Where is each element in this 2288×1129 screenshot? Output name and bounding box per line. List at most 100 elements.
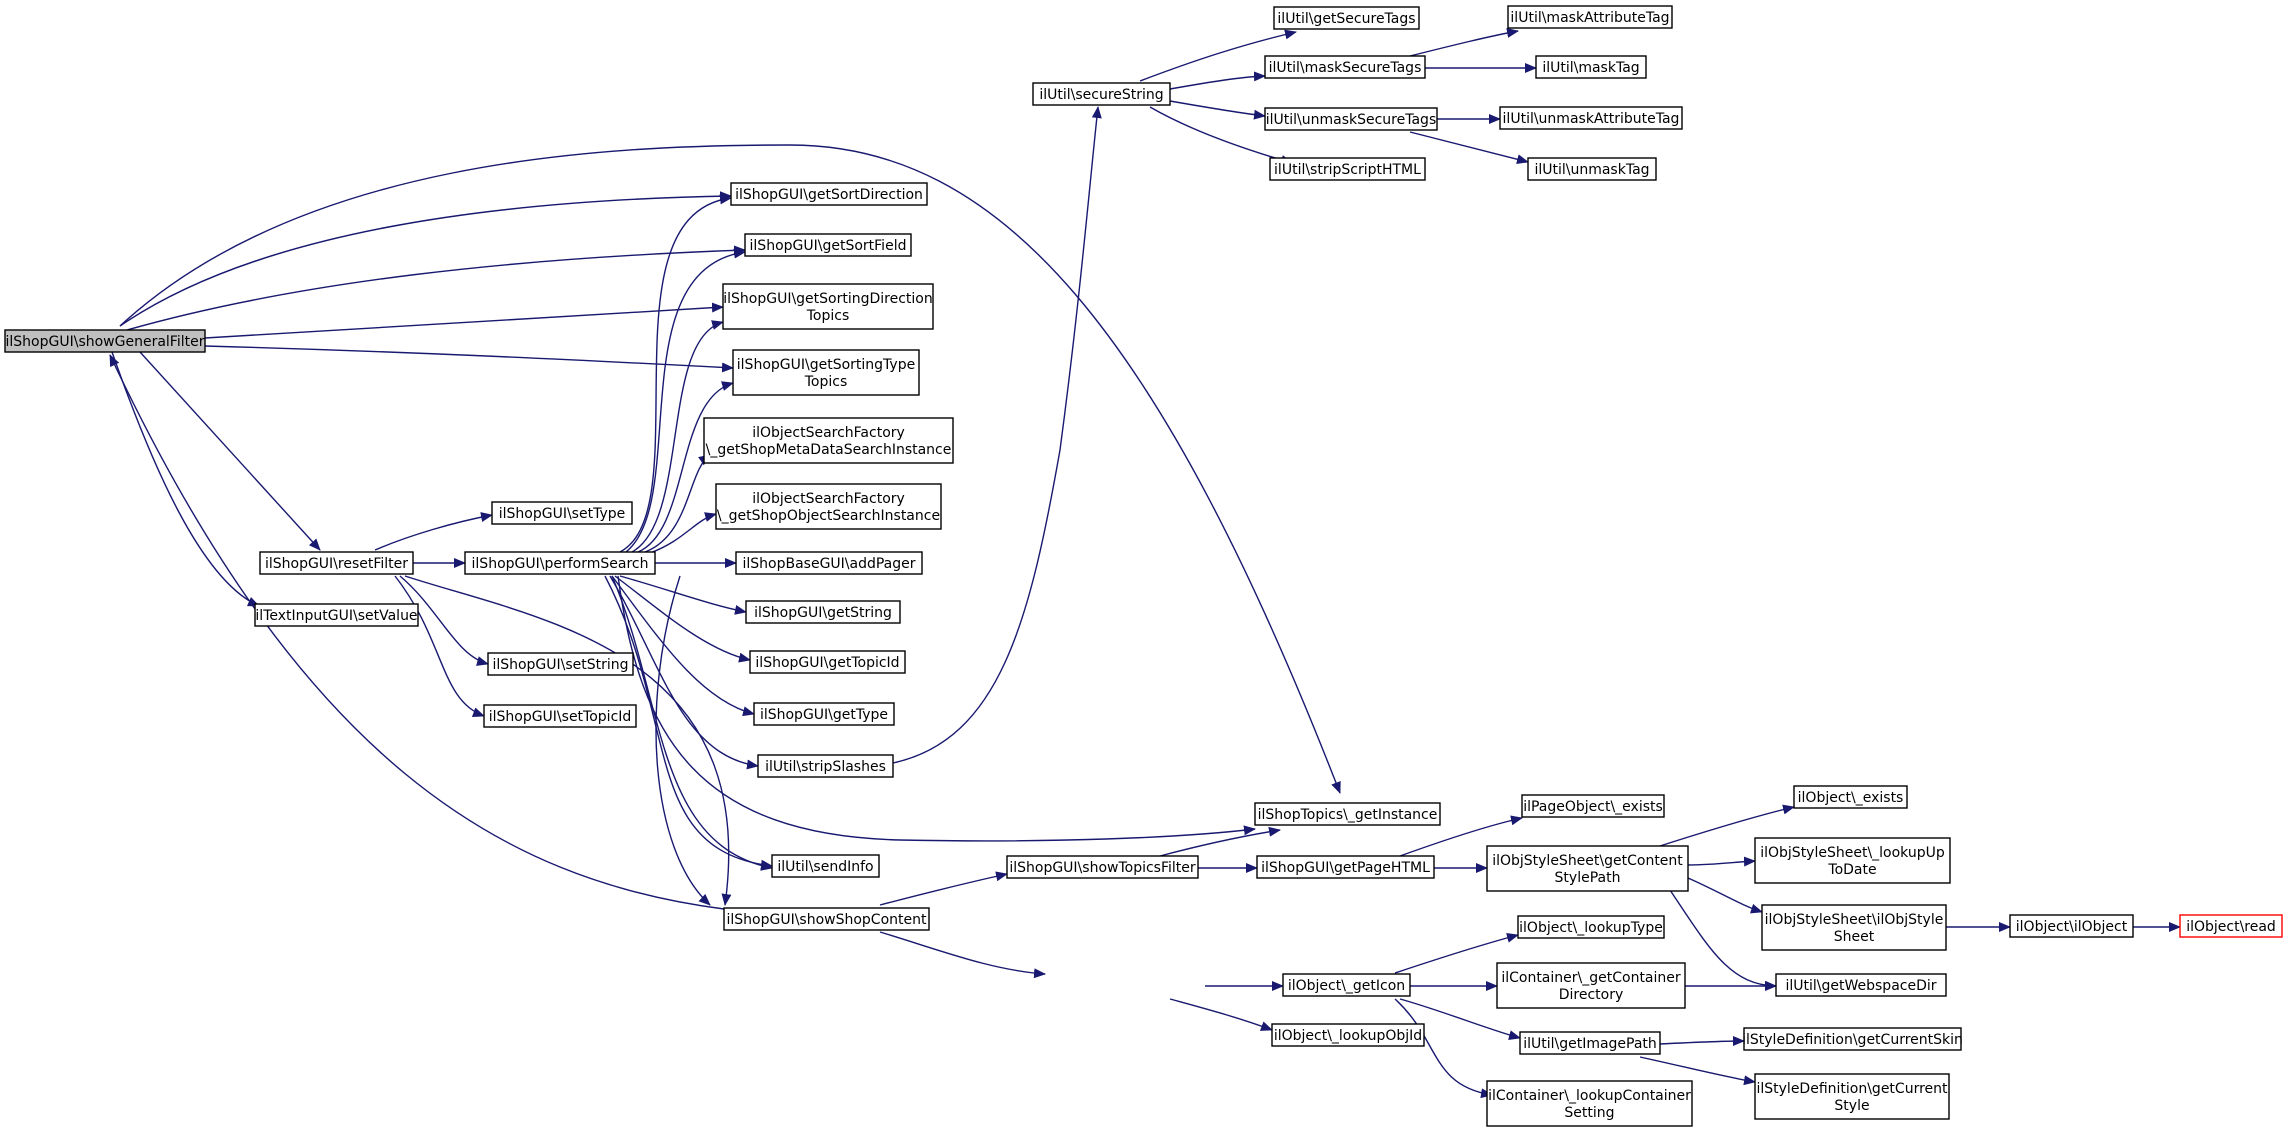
- node-box: [715, 483, 942, 530]
- edge-showShopContent-showTopicsFilter: [879, 871, 1008, 906]
- graph-node[interactable]: ilObjectSearchFactory\_getShopObjectSear…: [715, 483, 942, 530]
- edge-csp-ilObjStyleSheet: [1687, 877, 1763, 914]
- node-label: ilUtil\unmaskAttributeTag: [1503, 111, 1680, 127]
- graph-node[interactable]: ilShopGUI\getSortDirection: [730, 182, 928, 206]
- node-label: ilShopGUI\showShopContent: [726, 912, 927, 928]
- graph-node[interactable]: ilStyleDefinition\getCurrentSkin: [1742, 1027, 1963, 1051]
- node-box: [1271, 1023, 1425, 1047]
- node-label: ilObject\_getIcon: [1288, 978, 1405, 994]
- graph-node[interactable]: ilShopGUI\getPageHTML: [1256, 855, 1435, 879]
- graph-node[interactable]: ilUtil\getImagePath: [1519, 1031, 1661, 1055]
- edge-root-setValue: [111, 351, 260, 607]
- node-box: [753, 702, 895, 726]
- graph-node[interactable]: ilShopGUI\showGeneralFilter: [4, 329, 206, 353]
- graph-node[interactable]: ilShopGUI\showShopContent: [723, 907, 930, 931]
- graph-node[interactable]: ilShopGUI\performSearch: [464, 551, 656, 575]
- node-label: ilTextInputGUI\setValue: [255, 608, 417, 624]
- graph-node[interactable]: ilObject\ilObject: [2009, 914, 2134, 938]
- graph-node[interactable]: ilObjStyleSheet\ilObjStyleSheet: [1761, 904, 1947, 951]
- node-label: ilShopGUI\getSortField: [750, 238, 907, 254]
- node-box: [1256, 855, 1435, 879]
- node-box: [1761, 904, 1947, 951]
- node-label: ilUtil\secureString: [1039, 87, 1163, 103]
- graph-node[interactable]: ilUtil\maskSecureTags: [1264, 55, 1426, 79]
- node-label: ilObject\_lookupType: [1519, 920, 1663, 936]
- node-box: [744, 233, 912, 257]
- node-label: ilObjStyleSheet\_lookupUp: [1760, 845, 1945, 861]
- edge-root-topicsGetInstance: [119, 144, 1341, 794]
- graph-node[interactable]: ilObject\_lookupObjId: [1271, 1023, 1425, 1047]
- graph-node[interactable]: ilShopGUI\setTopicId: [483, 704, 637, 728]
- graph-node[interactable]: ilShopGUI\resetFilter: [259, 551, 414, 575]
- node-label: ilStyleDefinition\getCurrent: [1756, 1081, 1948, 1097]
- edge-performSearch-getSortingDirection: [631, 320, 724, 553]
- node-box: [483, 704, 637, 728]
- graph-node[interactable]: ilObject\_exists: [1793, 785, 1908, 809]
- node-label: ilUtil\stripScriptHTML: [1274, 162, 1421, 178]
- graph-node[interactable]: ilUtil\getSecureTags: [1273, 6, 1420, 30]
- graph-node[interactable]: ilUtil\unmaskTag: [1527, 157, 1657, 181]
- node-box: [259, 551, 414, 575]
- graph-node[interactable]: ilShopGUI\showTopicsFilter: [1006, 855, 1199, 879]
- graph-node[interactable]: ilShopGUI\getType: [753, 702, 895, 726]
- graph-node[interactable]: ilObjectSearchFactory\_getShopMetaDataSe…: [703, 417, 954, 464]
- node-box: [735, 551, 923, 575]
- node-box: [2009, 914, 2134, 938]
- node-label: ilShopBaseGUI\addPager: [742, 556, 915, 572]
- graph-node[interactable]: ilUtil\unmaskAttributeTag: [1499, 106, 1683, 130]
- node-label: ilShopGUI\performSearch: [472, 556, 649, 572]
- graph-node[interactable]: ilShopGUI\setType: [491, 501, 633, 525]
- graph-node[interactable]: ilUtil\maskTag: [1535, 55, 1647, 79]
- node-label: Topics: [804, 374, 848, 390]
- node-box: [745, 600, 901, 624]
- node-label: ilShopGUI\resetFilter: [265, 556, 408, 572]
- node-box: [723, 907, 930, 931]
- graph-node[interactable]: ilShopGUI\getString: [745, 600, 901, 624]
- node-box: [1269, 157, 1426, 181]
- node-label: ilUtil\unmaskSecureTags: [1266, 112, 1437, 128]
- node-box: [1032, 82, 1171, 106]
- edge-getImagePath-getCurrentStyle: [1639, 1056, 1756, 1086]
- graph-node[interactable]: ilUtil\stripSlashes: [757, 754, 894, 778]
- graph-node[interactable]: ilPageObject\_exists: [1521, 794, 1665, 818]
- graph-node[interactable]: ilUtil\stripScriptHTML: [1269, 157, 1426, 181]
- graph-node[interactable]: ilShopBaseGUI\addPager: [735, 551, 923, 575]
- node-label: ilObject\read: [2186, 919, 2276, 935]
- graph-node[interactable]: ilObject\_getIcon: [1282, 973, 1411, 997]
- edge-performSearch-sendInfo-a: [604, 575, 773, 870]
- node-box: [464, 551, 656, 575]
- graph-node[interactable]: ilUtil\sendInfo: [771, 854, 880, 878]
- node-box: [1754, 837, 1951, 884]
- graph-node[interactable]: ilShopTopics\_getInstance: [1254, 802, 1441, 826]
- edge-getIcon-lookupType: [1394, 932, 1519, 974]
- graph-node[interactable]: ilUtil\getWebspaceDir: [1775, 973, 1947, 997]
- node-label: ilUtil\getSecureTags: [1277, 11, 1415, 27]
- graph-node[interactable]: ilObject\_lookupType: [1517, 915, 1665, 939]
- node-label: \_getShopObjectSearchInstance: [717, 508, 940, 524]
- edge-performSearch-topicsGetInstance: [617, 575, 1256, 842]
- node-box: [1527, 157, 1657, 181]
- graph-node[interactable]: ilObject\read: [2179, 914, 2283, 938]
- graph-node[interactable]: ilShopGUI\getSortField: [744, 233, 912, 257]
- graph-node[interactable]: ilShopGUI\getTopicId: [749, 650, 906, 674]
- node-label: Setting: [1564, 1105, 1614, 1121]
- graph-node[interactable]: ilUtil\maskAttributeTag: [1507, 5, 1673, 29]
- graph-node[interactable]: ilShopGUI\setString: [487, 652, 634, 676]
- node-label: Sheet: [1834, 929, 1875, 945]
- node-label: ilUtil\unmaskTag: [1534, 162, 1649, 178]
- node-box: [1254, 802, 1441, 826]
- node-box: [730, 182, 928, 206]
- graph-node[interactable]: ilTextInputGUI\setValue: [254, 603, 419, 627]
- node-label: ilShopTopics\_getInstance: [1258, 807, 1438, 823]
- graph-node[interactable]: ilUtil\unmaskSecureTags: [1264, 107, 1438, 131]
- graph-node[interactable]: ilUtil\secureString: [1032, 82, 1171, 106]
- edge-performSearch-getSortField: [625, 248, 746, 553]
- node-box: [1006, 855, 1199, 879]
